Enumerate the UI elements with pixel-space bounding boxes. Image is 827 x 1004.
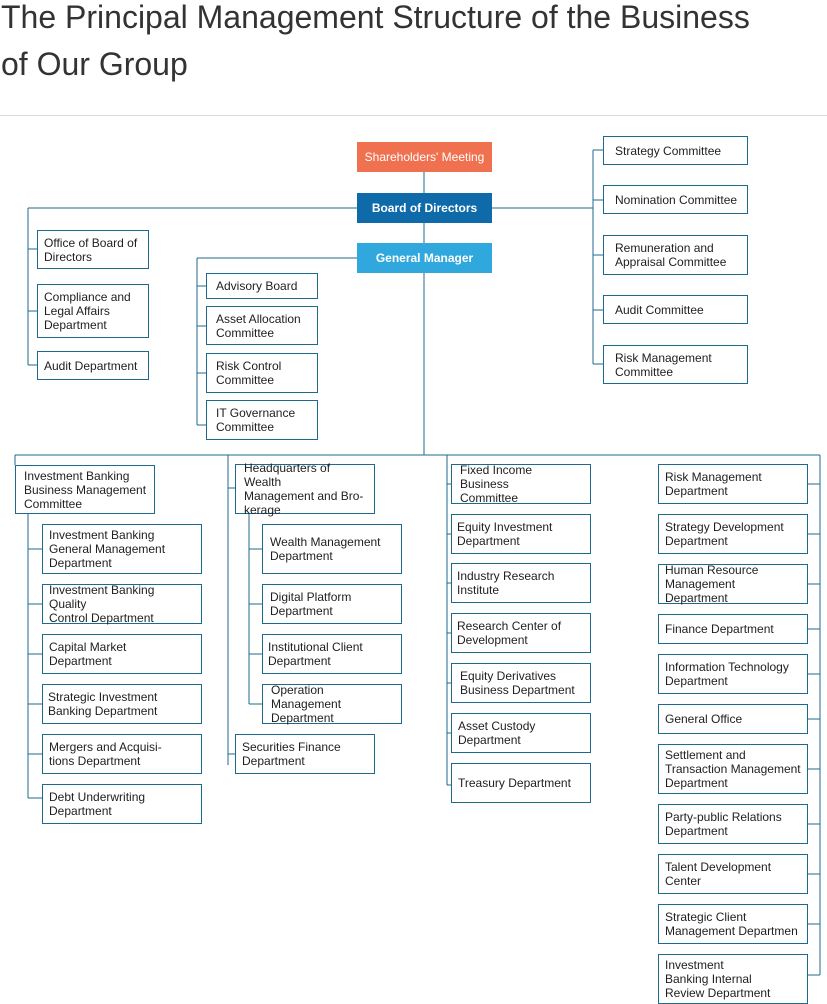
office-of-board-box: Office of Board of Directors [37, 230, 149, 269]
strategic-investment-banking-box: Strategic Investment Banking Department [42, 684, 202, 724]
wealth-management-box: Wealth Management Department [262, 524, 402, 574]
compliance-legal-box: Compliance and Legal Affairs Department [37, 284, 149, 338]
digital-platform-box: Digital Platform Department [262, 584, 402, 624]
finance-dept-box: Finance Department [658, 614, 808, 644]
title-divider [0, 115, 827, 116]
equity-derivatives-box: Equity Derivatives Business Department [451, 663, 591, 703]
ib-internal-review-box: Investment Banking Internal Review Depar… [658, 954, 808, 1004]
industry-research-box: Industry Research Institute [451, 563, 591, 603]
research-center-box: Research Center of Development [451, 613, 591, 653]
human-resource-box: Human Resource Management Department [658, 563, 808, 605]
equity-investment-box: Equity Investment Department [451, 514, 591, 554]
institutional-client-box: Institutional Client Department [262, 634, 402, 674]
operation-management-box: Operation Management Department [262, 683, 402, 725]
shareholders-meeting-box: Shareholders' Meeting [357, 142, 492, 172]
treasury-box: Treasury Department [451, 763, 591, 803]
strategy-development-box: Strategy Development Department [658, 514, 808, 554]
fixed-income-committee-box: Fixed Income Business Committee [451, 463, 591, 505]
it-governance-committee-box: IT Governance Committee [206, 400, 318, 440]
risk-control-committee-box: Risk Control Committee [206, 353, 318, 393]
ib-quality-control-box: Investment Banking Quality Control Depar… [42, 583, 202, 625]
talent-development-box: Talent Development Center [658, 854, 808, 894]
asset-allocation-committee-box: Asset Allocation Committee [206, 306, 318, 345]
board-of-directors-box: Board of Directors [357, 193, 492, 223]
strategy-committee-box: Strategy Committee [603, 136, 748, 165]
capital-market-box: Capital Market Department [42, 634, 202, 674]
page-title: The Principal Management Structure of th… [1, 0, 750, 82]
nomination-committee-box: Nomination Committee [603, 185, 748, 214]
audit-committee-box: Audit Committee [603, 295, 748, 324]
advisory-board-box: Advisory Board [206, 273, 318, 299]
audit-department-box: Audit Department [37, 351, 149, 380]
mergers-acquisitions-box: Mergers and Acquisi- tions Department [42, 734, 202, 774]
risk-management-committee-box: Risk Management Committee [603, 345, 748, 384]
general-office-box: General Office [658, 704, 808, 734]
wealth-brokerage-hq-box: Headquarters of Wealth Management and Br… [235, 461, 375, 517]
securities-finance-box: Securities Finance Department [235, 734, 375, 774]
information-technology-box: Information Technology Department [658, 654, 808, 694]
ib-business-management-committee-box: Investment Banking Business Management C… [15, 465, 155, 514]
risk-management-dept-box: Risk Management Department [658, 464, 808, 504]
remuneration-committee-box: Remuneration and Appraisal Committee [603, 235, 748, 275]
asset-custody-box: Asset Custody Department [451, 713, 591, 753]
party-public-relations-box: Party-public Relations Department [658, 804, 808, 844]
settlement-transaction-box: Settlement and Transaction Management De… [658, 744, 808, 794]
ib-general-management-box: Investment Banking General Management De… [42, 524, 202, 574]
debt-underwriting-box: Debt Underwriting Department [42, 784, 202, 824]
strategic-client-box: Strategic Client Management Departmen [658, 904, 808, 944]
general-manager-box: General Manager [357, 243, 492, 273]
